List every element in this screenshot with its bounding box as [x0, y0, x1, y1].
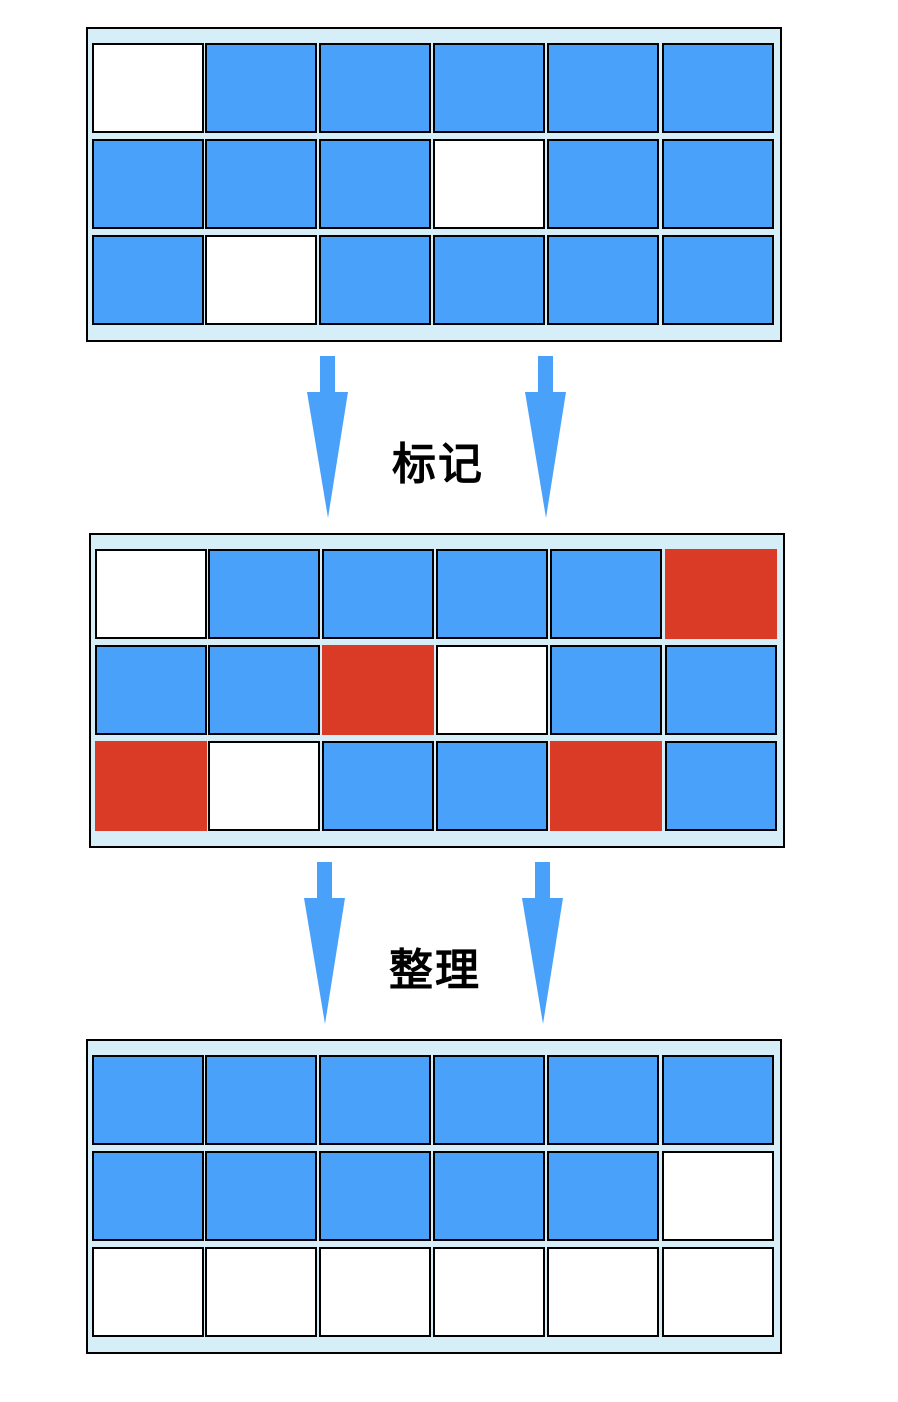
memory-cell-used: [436, 549, 548, 639]
memory-cell-used: [662, 43, 774, 133]
memory-cell-free: [662, 1151, 774, 1241]
memory-cell-used: [436, 741, 548, 831]
memory-cell-free: [205, 1247, 317, 1337]
arrow-down-icon: [307, 356, 348, 518]
grid-panel-compacted: [86, 1039, 782, 1354]
memory-cell-used: [547, 139, 659, 229]
memory-cell-used: [205, 43, 317, 133]
arrow-down-icon: [304, 862, 345, 1024]
grid-panel-marked: [89, 533, 785, 848]
memory-cell-used: [662, 1055, 774, 1145]
memory-cell-used: [92, 1055, 204, 1145]
memory-cell-used: [319, 139, 431, 229]
step-label-compact: 整理: [389, 945, 481, 996]
memory-cell-used: [319, 1055, 431, 1145]
memory-cell-marked: [665, 549, 777, 639]
grid-panel-initial: [86, 27, 782, 342]
memory-cell-used: [319, 1151, 431, 1241]
memory-cell-used: [547, 43, 659, 133]
memory-cell-used: [550, 645, 662, 735]
memory-cell-free: [95, 549, 207, 639]
memory-cell-used: [205, 1055, 317, 1145]
memory-cell-free: [92, 1247, 204, 1337]
memory-cell-used: [95, 645, 207, 735]
memory-cell-used: [319, 235, 431, 325]
memory-cell-used: [208, 549, 320, 639]
arrow-down-icon: [525, 356, 566, 518]
memory-cell-free: [208, 741, 320, 831]
memory-cell-used: [433, 1055, 545, 1145]
memory-cell-free: [92, 43, 204, 133]
memory-cell-free: [205, 235, 317, 325]
memory-cell-used: [665, 741, 777, 831]
memory-cell-used: [92, 139, 204, 229]
memory-cell-free: [433, 1247, 545, 1337]
memory-cell-used: [322, 741, 434, 831]
memory-cell-used: [662, 139, 774, 229]
memory-cell-used: [205, 139, 317, 229]
memory-cell-used: [547, 235, 659, 325]
memory-cell-used: [662, 235, 774, 325]
memory-cell-marked: [550, 741, 662, 831]
arrow-down-icon: [522, 862, 563, 1024]
memory-cell-used: [550, 549, 662, 639]
step-label-mark: 标记: [392, 439, 484, 490]
memory-cell-used: [92, 235, 204, 325]
memory-cell-marked: [95, 741, 207, 831]
memory-cell-used: [319, 43, 431, 133]
memory-cell-used: [322, 549, 434, 639]
memory-cell-used: [665, 645, 777, 735]
memory-cell-marked: [322, 645, 434, 735]
memory-cell-free: [547, 1247, 659, 1337]
memory-cell-used: [433, 235, 545, 325]
memory-cell-used: [433, 43, 545, 133]
memory-cell-free: [319, 1247, 431, 1337]
memory-cell-used: [547, 1055, 659, 1145]
memory-cell-free: [433, 139, 545, 229]
memory-cell-used: [433, 1151, 545, 1241]
memory-cell-free: [436, 645, 548, 735]
memory-cell-free: [662, 1247, 774, 1337]
memory-cell-used: [205, 1151, 317, 1241]
memory-cell-used: [92, 1151, 204, 1241]
memory-cell-used: [547, 1151, 659, 1241]
memory-cell-used: [208, 645, 320, 735]
